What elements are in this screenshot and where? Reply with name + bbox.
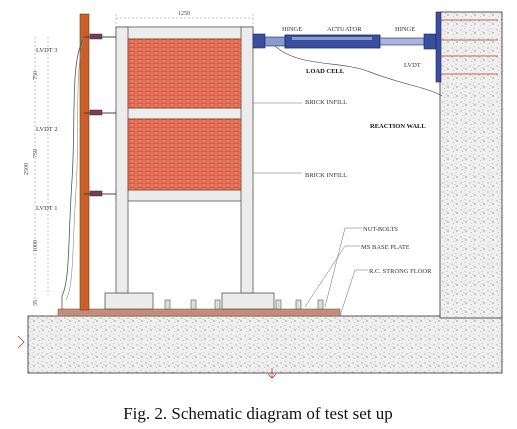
footing-left	[104, 292, 154, 310]
figure-caption: Fig. 2. Schematic diagram of test set up	[123, 404, 393, 423]
hinge-left-label: HINGE	[282, 26, 302, 33]
actuator-body	[284, 34, 381, 49]
dim-top-width: 1250	[178, 11, 190, 17]
rc-frame	[115, 26, 254, 294]
load-cell-cable	[274, 45, 443, 97]
dim-seg-top: 750	[33, 71, 39, 80]
lvdt-1-label: LVDT 1	[36, 205, 58, 212]
brick-infill-lower	[127, 118, 242, 191]
lvdt-3-label: LVDT 3	[36, 47, 58, 54]
strong-floor	[27, 315, 503, 374]
brick-infill-lower-label: BRICK INFILL	[305, 172, 347, 179]
load-cell	[264, 36, 286, 47]
lvdt-stand-wire	[61, 37, 85, 310]
hinge-right	[423, 33, 437, 50]
actuator-label: ACTUATOR	[327, 26, 362, 33]
dim-total-height: 2500	[24, 163, 30, 175]
lvdt-reference-column	[79, 13, 90, 311]
nut-bolts-label: NUT-BOLTS	[363, 226, 398, 233]
dim-seg-mid: 750	[33, 149, 39, 158]
footing-right	[221, 292, 275, 310]
actuator-rod	[379, 37, 425, 46]
brick-infill-upper	[127, 38, 242, 109]
lvdt-top-label: LVDT	[404, 62, 421, 69]
ms-base-plate	[57, 308, 341, 317]
ms-base-plate-label: MS BASE PLATE	[361, 244, 410, 251]
reaction-wall	[439, 11, 503, 319]
dim-seg-bottom: 1000	[33, 240, 39, 252]
section-arrow-left	[17, 335, 25, 349]
actuator-assembly	[252, 11, 442, 83]
dim-base: 35	[33, 300, 39, 306]
leader-lines	[253, 102, 368, 317]
hinge-right-label: HINGE	[395, 26, 415, 33]
load-cell-label: LOAD CELL	[306, 68, 345, 75]
section-arrow-bottom	[267, 368, 277, 379]
wall-anchor-plate	[435, 11, 442, 83]
hinge-left	[252, 33, 266, 49]
rc-strong-floor-label: R.C. STRONG FLOOR	[369, 268, 432, 275]
dimension-lines	[34, 14, 254, 305]
reaction-wall-label: REACTION WALL	[370, 123, 426, 130]
lvdt-sensors	[89, 33, 103, 197]
lvdt-stand-wire-2	[65, 37, 85, 301]
lvdt-2-label: LVDT 2	[36, 126, 58, 133]
anchor-bolts	[441, 19, 498, 75]
brick-infill-upper-label: BRICK INFILL	[305, 99, 347, 106]
